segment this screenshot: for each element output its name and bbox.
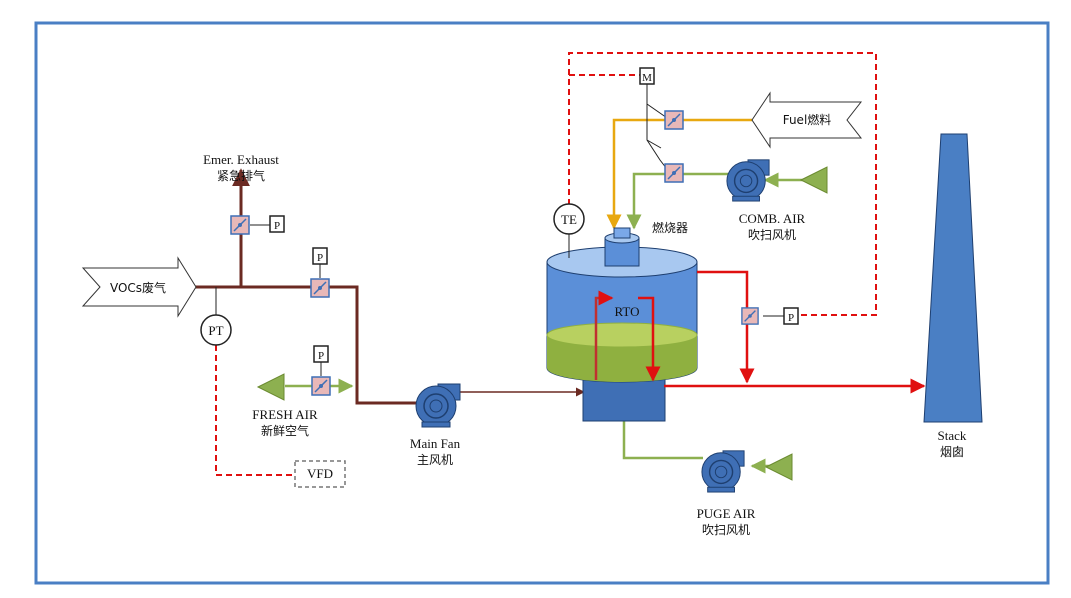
puge-air-fan-icon [701, 450, 745, 493]
svg-text:主风机: 主风机 [417, 453, 453, 467]
motor-actuator: M [639, 67, 655, 85]
fuel-inlet-arrow: Fuel燃料 [751, 91, 863, 149]
comb-air-fan-icon [726, 159, 770, 202]
main-line-valve-icon[interactable] [310, 278, 330, 298]
process-gas-lines [193, 168, 585, 405]
control-lines [215, 52, 877, 476]
comb-air-filter-icon [800, 166, 828, 194]
svg-text:紧急排气: 紧急排气 [217, 168, 265, 183]
te-sensor: TE [553, 203, 585, 235]
svg-text:PUGE AIR: PUGE AIR [697, 506, 756, 521]
svg-text:COMB. AIR: COMB. AIR [739, 211, 806, 226]
stack-chimney [923, 133, 983, 423]
svg-text:FRESH AIR: FRESH AIR [252, 407, 318, 422]
fuel-valve-icon[interactable] [664, 110, 684, 130]
vfd-box: VFD [294, 460, 346, 488]
svg-text:P: P [317, 252, 323, 264]
pt-sensor: PT [200, 314, 232, 346]
comb-air-line [626, 172, 728, 230]
rto-bottom-plenum [582, 374, 666, 422]
svg-text:Fuel燃料: Fuel燃料 [783, 112, 832, 127]
main-fan-icon [415, 383, 461, 428]
svg-text:新鲜空气: 新鲜空气 [261, 423, 309, 438]
fuel-line [606, 118, 752, 230]
svg-text:吹扫风机: 吹扫风机 [702, 523, 750, 537]
svg-text:VFD: VFD [307, 466, 333, 481]
svg-text:Emer. Exhaust: Emer. Exhaust [203, 152, 279, 167]
te-to-valve-signal [568, 52, 877, 316]
comb-air-valve-icon[interactable] [664, 163, 684, 183]
fresh-air-filter-icon [257, 373, 285, 401]
svg-text:P: P [318, 350, 324, 362]
svg-text:VOCs废气: VOCs废气 [110, 280, 166, 295]
svg-text:TE: TE [561, 212, 577, 227]
svg-text:P: P [788, 312, 794, 324]
svg-text:吹扫风机: 吹扫风机 [748, 228, 796, 242]
svg-text:燃烧器: 燃烧器 [652, 220, 688, 235]
hot-gas-lines [594, 270, 926, 394]
pt-to-vfd-signal [215, 345, 295, 476]
fresh-air-valve-icon[interactable] [311, 376, 331, 396]
hot-bypass-valve-icon[interactable] [740, 307, 760, 325]
svg-text:PT: PT [208, 323, 223, 338]
purge-air-line [622, 420, 703, 460]
vocs-inlet-arrow: VOCs废气 [81, 256, 197, 318]
rto-unit [546, 227, 698, 422]
svg-text:Main Fan: Main Fan [410, 436, 461, 451]
svg-text:P: P [274, 220, 280, 232]
svg-text:烟囱: 烟囱 [940, 445, 964, 459]
text-labels: Emer. Exhaust 紧急排气 FRESH AIR 新鲜空气 Main F… [203, 152, 967, 537]
diagram-frame [34, 21, 1050, 585]
emer-exhaust-valve-icon[interactable] [230, 215, 250, 235]
svg-text:M: M [642, 72, 652, 84]
svg-text:RTO: RTO [615, 304, 640, 319]
svg-text:Stack: Stack [938, 428, 967, 443]
puge-air-filter-icon [765, 453, 793, 481]
pressure-tags: P P P P [250, 215, 799, 376]
